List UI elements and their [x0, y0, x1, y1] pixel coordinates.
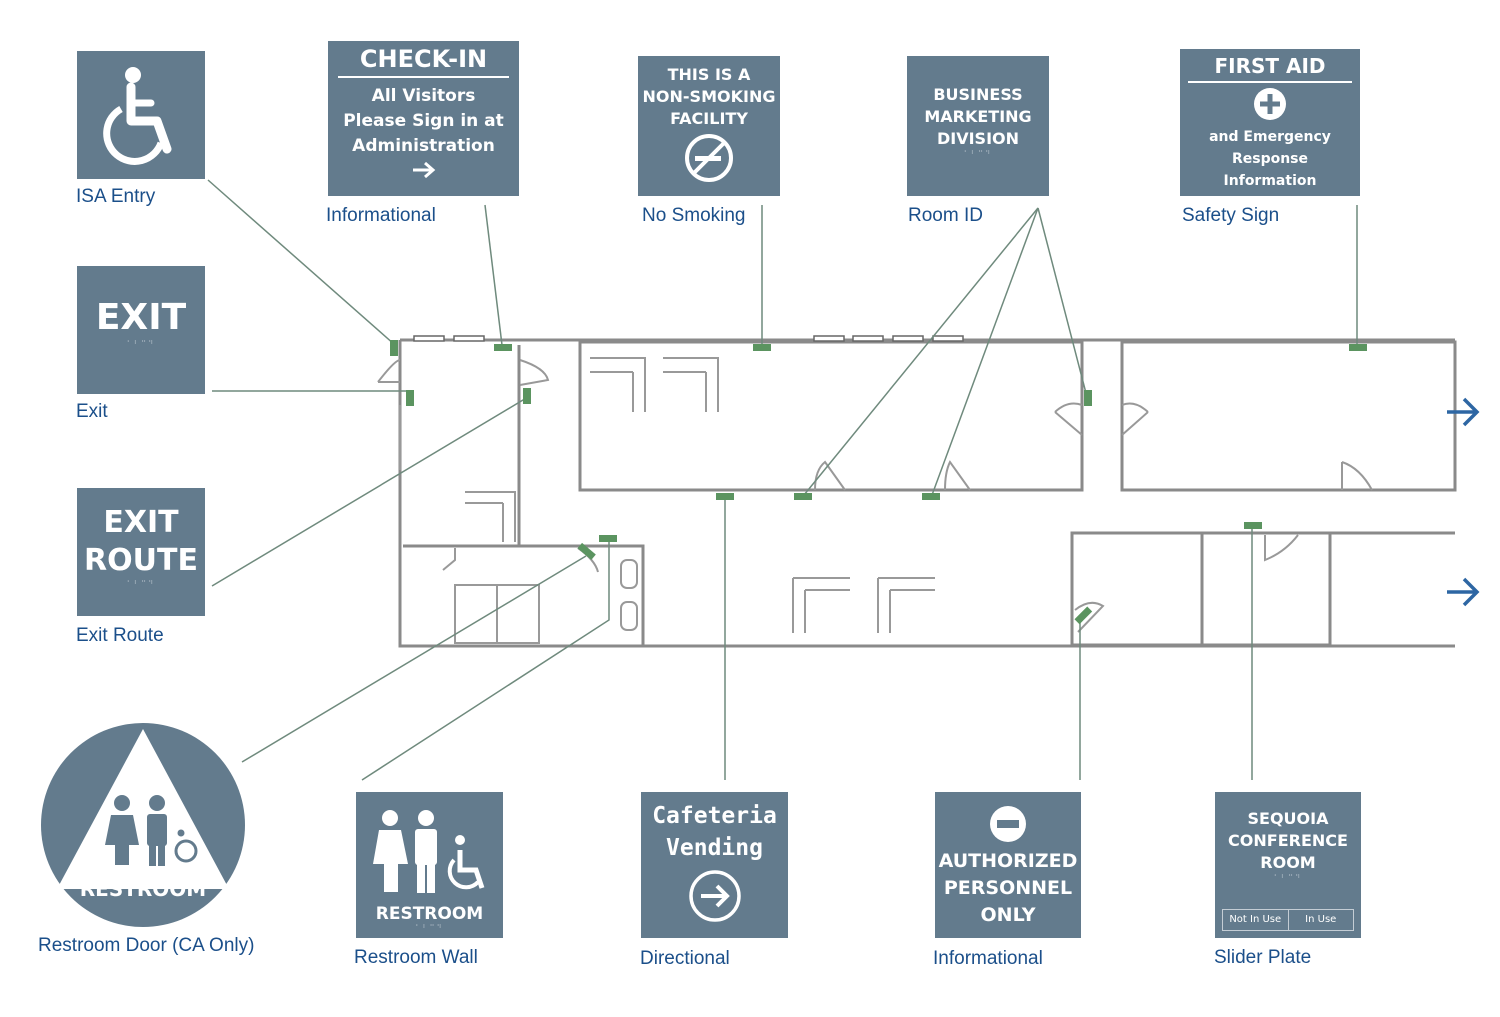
isa-entry-caption: ISA Entry [76, 186, 156, 207]
no-smoking-line-3: FACILITY [670, 109, 748, 128]
authorized-line-1: AUTHORIZED [938, 850, 1078, 872]
exit-caption: Exit [76, 401, 108, 422]
restroom-door-triangle-icon [57, 729, 229, 889]
restroom-wall-sign: RESTROOM ⠁⠃⠉⠙ [356, 792, 503, 938]
leader-lines [207, 179, 1358, 781]
restroom-figures-icon [105, 795, 198, 866]
first-aid-line-2: Response [1231, 151, 1309, 167]
room-id-line-2: MARKETING [924, 107, 1032, 126]
check-in-line-1: All Visitors [371, 86, 476, 106]
first-aid-caption: Safety Sign [1182, 205, 1280, 226]
check-in-caption: Informational [326, 205, 436, 226]
check-in-title: CHECK-IN [359, 45, 488, 73]
exit-title: EXIT [95, 297, 187, 338]
exit-route-line-2: ROUTE [84, 543, 198, 578]
room-id-caption: Room ID [908, 205, 983, 226]
authorized-line-2: PERSONNEL [943, 877, 1073, 899]
slider-plate[interactable]: Not In Use In Use [1222, 909, 1354, 931]
restroom-door-caption: Restroom Door (CA Only) [38, 935, 255, 956]
exit-route-caption: Exit Route [76, 625, 164, 646]
room-id-line-1: BUSINESS [933, 85, 1023, 104]
no-smoking-caption: No Smoking [642, 205, 746, 226]
no-smoking-icon [685, 134, 733, 182]
braille-dots: ⠁⠃⠉⠙ [126, 340, 156, 348]
no-smoking-line-2: NON-SMOKING [642, 87, 776, 106]
cafeteria-line-2: Vending [666, 835, 763, 861]
authorized-line-3: ONLY [980, 904, 1036, 926]
sequoia-sign: SEQUOIA CONFERENCE ROOM ⠁⠃⠉⠙ Not In Use … [1215, 792, 1361, 938]
authorized-sign: AUTHORIZED PERSONNEL ONLY [935, 792, 1081, 938]
first-aid-sign: FIRST AID and Emergency Response Informa… [1180, 49, 1360, 196]
braille-dots: ⠁⠃⠉⠙ [1273, 874, 1303, 882]
first-aid-line-1: and Emergency [1209, 129, 1331, 145]
room-id-sign: BUSINESS MARKETING DIVISION ⠁⠃⠉⠙ [907, 56, 1049, 196]
corridor-arrow-icon [1447, 397, 1480, 607]
braille-dots: ⠁⠃⠉⠙ [126, 580, 156, 588]
sequoia-line-1: SEQUOIA [1247, 809, 1329, 828]
restroom-wall-caption: Restroom Wall [354, 947, 478, 968]
braille-dots: ⠁⠃⠉⠙ [415, 924, 444, 932]
no-smoking-sign: THIS IS A NON-SMOKING FACILITY [638, 56, 780, 196]
first-aid-title: FIRST AID [1214, 54, 1326, 78]
restroom-figures-icon [372, 810, 484, 893]
exit-route-sign: EXIT ROUTE ⠁⠃⠉⠙ [77, 488, 205, 616]
sequoia-line-2: CONFERENCE [1228, 831, 1348, 850]
slider-not-in-use: Not In Use [1223, 910, 1289, 930]
cafeteria-sign: Cafeteria Vending [641, 792, 788, 938]
restroom-door-sign: RESTROOM [41, 723, 245, 927]
check-in-line-2: Please Sign in at [343, 111, 504, 131]
first-aid-line-3: Information [1223, 173, 1317, 189]
cafeteria-line-1: Cafeteria [652, 803, 777, 829]
windows [413, 335, 964, 342]
divider [1188, 81, 1352, 83]
restroom-door-title: RESTROOM [79, 877, 207, 901]
authorized-caption: Informational [933, 948, 1043, 969]
isa-entry-sign [77, 51, 205, 179]
do-not-enter-icon [990, 806, 1026, 842]
restroom-wall-title: RESTROOM [375, 904, 484, 924]
sequoia-caption: Slider Plate [1214, 947, 1312, 968]
room-id-line-3: DIVISION [936, 129, 1020, 148]
no-smoking-line-1: THIS IS A [667, 65, 751, 84]
check-in-line-3: Administration [352, 136, 495, 156]
check-in-sign: CHECK-IN All Visitors Please Sign in at … [328, 41, 519, 196]
slider-in-use: In Use [1305, 914, 1337, 925]
arrow-right-icon [412, 161, 435, 179]
sign-markers [390, 340, 1367, 625]
exit-route-line-1: EXIT [103, 505, 179, 540]
arrow-circle-right-icon [688, 870, 741, 922]
braille-dots: ⠁⠃⠉⠙ [963, 150, 993, 158]
first-aid-cross-icon [1254, 88, 1286, 120]
exit-sign: EXIT ⠁⠃⠉⠙ [77, 266, 205, 394]
divider [338, 76, 509, 78]
cafeteria-caption: Directional [640, 948, 730, 969]
wheelchair-icon [103, 67, 172, 165]
sequoia-line-3: ROOM [1260, 853, 1316, 872]
